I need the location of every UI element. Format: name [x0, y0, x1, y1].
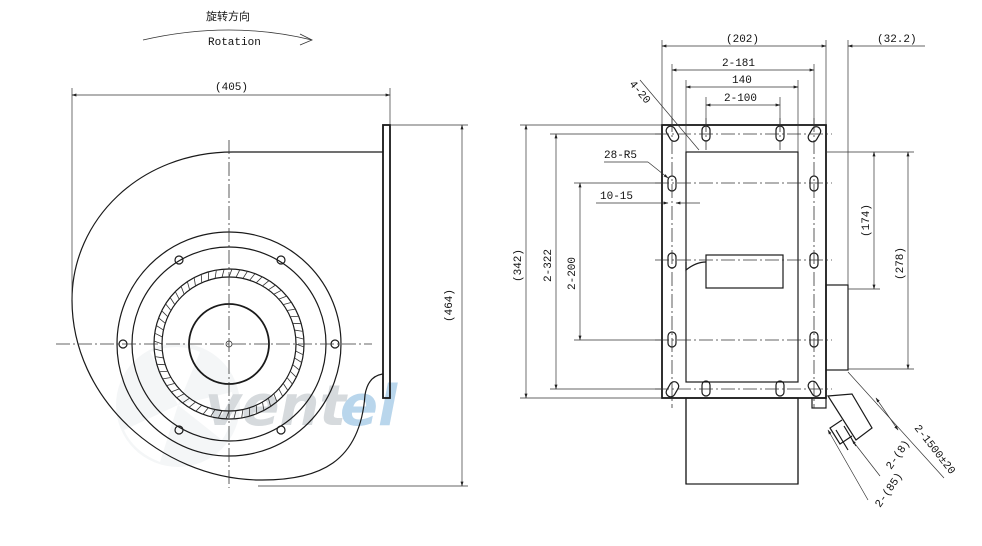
- rotation-arrow: [142, 29, 313, 41]
- label-32-2: (32.2): [877, 34, 917, 46]
- impeller-blade: [171, 388, 180, 393]
- impeller-blade: [195, 404, 203, 412]
- impeller-blade: [214, 270, 217, 279]
- leader-4-20: [639, 79, 700, 151]
- watermark-fan-icon: [116, 343, 240, 467]
- side-motor-top: [705, 254, 784, 289]
- label-174: (174): [861, 204, 873, 237]
- impeller-blade: [221, 269, 225, 278]
- outlet-flange: [382, 124, 391, 399]
- label-278: (278): [895, 247, 907, 280]
- label-405: (405): [215, 82, 248, 94]
- dim-8: [851, 439, 881, 477]
- housing-scroll: [71, 151, 384, 481]
- impeller-blade: [282, 383, 289, 391]
- impeller-blade: [165, 303, 172, 311]
- impeller-blade: [235, 269, 241, 278]
- impeller-blade: [158, 317, 166, 324]
- leader-28-r5: [647, 161, 669, 179]
- impeller-blade: [268, 284, 276, 291]
- cable-tip: [829, 419, 853, 445]
- label-8: 2-(8): [884, 438, 913, 472]
- side-housing-body: [685, 151, 799, 383]
- impeller-blade: [273, 393, 278, 402]
- impeller-blade: [262, 280, 270, 287]
- impeller-blade: [283, 301, 292, 306]
- label-202: (202): [726, 34, 759, 46]
- front-view: (405) (464): [56, 82, 468, 488]
- impeller-blades: [153, 268, 305, 420]
- impeller-blade: [267, 398, 272, 407]
- cable-gland: [826, 393, 873, 441]
- watermark-text-el: el: [340, 374, 398, 439]
- impeller-blade: [292, 364, 300, 371]
- impeller-blade: [180, 286, 185, 295]
- label-85: 2-(85): [873, 471, 906, 510]
- impeller-blade: [286, 308, 296, 311]
- label-322: 2-322: [543, 249, 555, 282]
- impeller-blade: [233, 410, 237, 419]
- impeller-blade: [176, 393, 185, 399]
- label-28-r5: 28-R5: [604, 150, 637, 162]
- side-terminal-box: [825, 284, 849, 371]
- impeller-blade: [286, 377, 293, 385]
- impeller-blade: [154, 348, 163, 352]
- impeller-blade: [174, 291, 180, 300]
- impeller-blade: [182, 397, 190, 404]
- label-4-20: 4-20: [626, 79, 652, 107]
- impeller-blade: [294, 357, 302, 363]
- impeller-blade: [294, 329, 303, 332]
- impeller-blade: [202, 407, 209, 415]
- impeller-blade: [255, 276, 263, 284]
- impeller-blade: [225, 410, 230, 420]
- impeller-blade: [295, 350, 304, 356]
- impeller-blade: [154, 332, 163, 338]
- impeller-blade: [153, 340, 163, 345]
- rotation-label-en: Rotation: [208, 37, 261, 49]
- label-140: 140: [732, 75, 752, 87]
- impeller-blade: [161, 310, 169, 318]
- rotation-label-cn: 旋转方向: [206, 9, 250, 23]
- impeller-blade: [241, 409, 244, 418]
- impeller-blade: [295, 343, 305, 348]
- impeller-blade: [217, 410, 223, 419]
- impeller-blade: [262, 401, 265, 411]
- label-1500: 2-1500±20: [911, 423, 957, 477]
- impeller-blade: [273, 289, 282, 295]
- cable-wire: [835, 429, 849, 451]
- label-100: 2-100: [724, 93, 757, 105]
- impeller-blade: [289, 370, 297, 378]
- impeller-blade: [242, 271, 248, 279]
- dim-1500: [875, 397, 899, 431]
- impeller-blade: [188, 401, 196, 408]
- impeller-blade: [162, 377, 172, 380]
- impeller-blade: [210, 409, 216, 417]
- motor-fillet: [685, 261, 707, 272]
- impeller-blade: [295, 336, 304, 340]
- label-342: (342): [513, 249, 525, 282]
- side-rear-housing: [685, 397, 799, 485]
- label-181: 2-181: [722, 58, 755, 70]
- dim-85: [827, 429, 869, 501]
- impeller-blade: [278, 388, 284, 397]
- impeller-blade: [155, 356, 164, 359]
- rotation-arrow-head: [299, 33, 313, 46]
- flange-slot-holes: [665, 125, 822, 398]
- label-200: 2-200: [567, 257, 579, 290]
- impeller-blade: [166, 382, 175, 387]
- side-centerlines: [655, 118, 832, 408]
- impeller-blade: [186, 281, 191, 290]
- label-10-15: 10-15: [600, 191, 633, 203]
- impeller-blade: [193, 277, 196, 287]
- impeller-blade: [228, 268, 233, 278]
- impeller-blade: [278, 295, 287, 300]
- cable-gland-base: [811, 397, 827, 409]
- side-view: (202) (32.2) 2-181 140 2-100 4-20 28-R5 …: [513, 34, 957, 510]
- impeller-blade: [249, 273, 256, 281]
- impeller-blade: [169, 297, 176, 305]
- label-464: (464): [444, 289, 456, 322]
- rotation-indicator: 旋转方向 Rotation: [142, 9, 313, 49]
- impeller-blade: [156, 325, 164, 331]
